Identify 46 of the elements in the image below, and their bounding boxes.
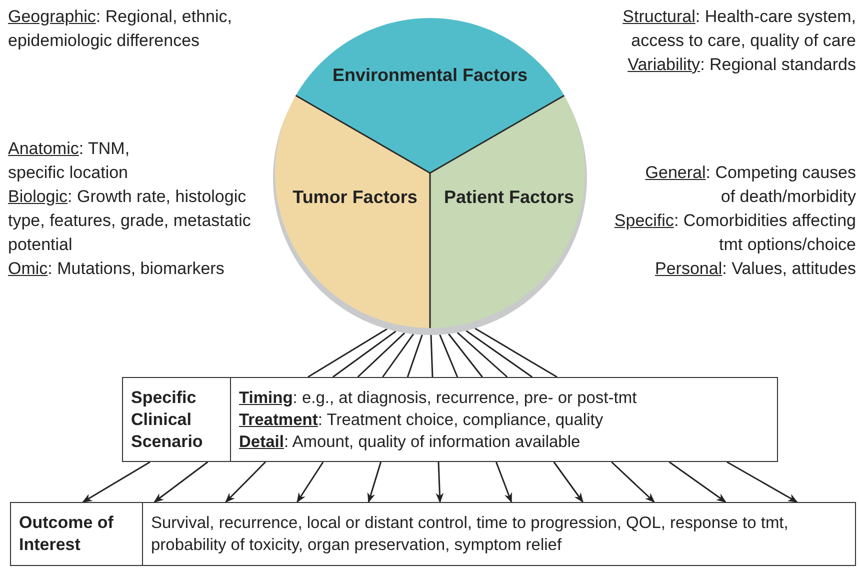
arrow xyxy=(225,461,266,503)
factor-note: Structural: Health-care system, access to care, quality of care xyxy=(622,6,856,52)
outcome-table xyxy=(10,502,856,566)
sector-label: Environmental Factors xyxy=(331,64,529,87)
pie-sector xyxy=(275,95,431,329)
row-heading: Specific Clinical Scenario xyxy=(131,386,204,452)
factor-note: Geographic: Regional, ethnic, epidemiologic differences xyxy=(8,6,233,52)
arrow xyxy=(668,461,726,503)
connector-line xyxy=(357,332,406,378)
connector-line xyxy=(456,332,508,378)
factor-note: Anatomic: TNM, specific location xyxy=(8,138,131,184)
arrow xyxy=(496,462,512,503)
factor-note: Omic: Mutations, biomarkers xyxy=(8,258,226,280)
connector-line xyxy=(382,334,414,378)
connector-line xyxy=(430,334,434,378)
connector-line xyxy=(439,334,458,378)
row-text: Timing: e.g., at diagnosis, recurrence, pre- or post-tmt xyxy=(239,388,638,408)
arrow xyxy=(726,461,798,503)
arrow xyxy=(82,461,150,503)
row-text: Survival, recurrence, local or distant control, time to progression, QOL, response to tmt, probability of toxicity, organ preservation, symptom relief xyxy=(151,513,790,556)
sector-label: Tumor Factors xyxy=(292,186,418,209)
connector-line xyxy=(466,330,533,378)
row-text: Treatment: Treatment choice, compliance, quality xyxy=(239,410,604,430)
factor-note: Specific: Comorbidities affecting tmt options/choice xyxy=(613,210,856,256)
arrow xyxy=(553,462,584,503)
row-heading: Outcome of Interest xyxy=(19,512,114,556)
pie-sector xyxy=(429,95,585,329)
connector-line xyxy=(448,333,483,378)
factor-note: Biologic: Growth rate, histologic type, features, grade, metastatic potential xyxy=(8,186,252,256)
connector-line xyxy=(406,334,423,378)
connector-line xyxy=(332,330,396,378)
arrow xyxy=(296,462,324,503)
factor-note: Variability: Regional standards xyxy=(626,54,856,76)
connector-line xyxy=(308,328,388,378)
row-text: Detail: Amount, quality of information available xyxy=(239,432,582,452)
pie-circle xyxy=(270,15,590,337)
scenario-table xyxy=(122,377,778,462)
sector-label: Patient Factors xyxy=(442,186,576,209)
connector-line xyxy=(474,328,558,378)
factor-note: General: Competing causes of death/morbidity xyxy=(644,162,856,208)
pie-sector xyxy=(295,18,565,174)
factor-note: Personal: Values, attitudes xyxy=(654,258,856,280)
arrow xyxy=(611,461,655,503)
arrow xyxy=(436,462,444,503)
arrow xyxy=(154,461,208,503)
arrow xyxy=(367,462,382,503)
